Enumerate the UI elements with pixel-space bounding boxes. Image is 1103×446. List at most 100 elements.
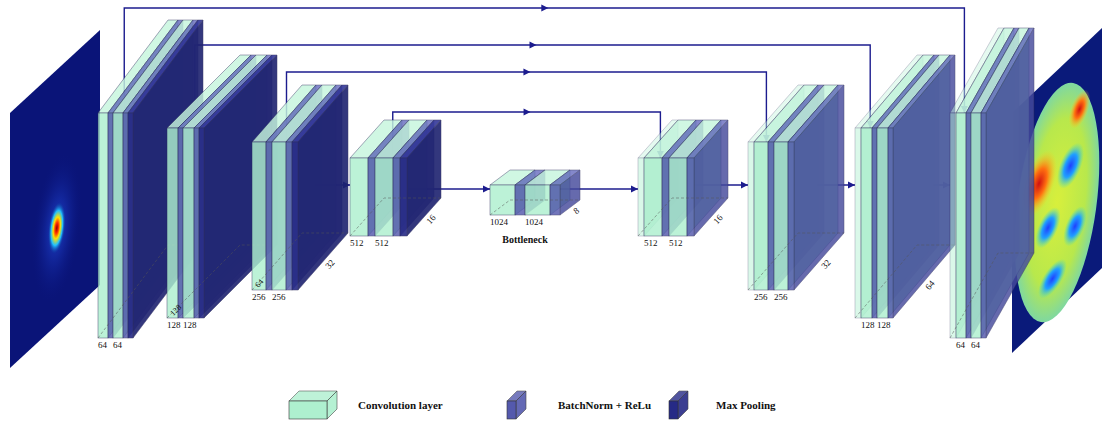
- output-blob: [1035, 199, 1060, 256]
- dimension-label: 64: [98, 341, 107, 350]
- hidden-edge: [748, 233, 844, 290]
- slab-front: [292, 142, 298, 290]
- network-block: 6464: [950, 113, 986, 338]
- hidden-edge: [638, 198, 728, 236]
- slab-front: [669, 158, 687, 236]
- arrowhead: [523, 69, 530, 76]
- dimension-label: 32: [820, 259, 833, 272]
- slab-front: [123, 113, 128, 338]
- dimension-label: 512: [669, 239, 683, 248]
- batchnorm-slab: [981, 28, 1034, 338]
- cube-front: [289, 401, 327, 419]
- slab-front: [194, 128, 199, 318]
- slab-front: [368, 158, 375, 236]
- hidden-edge: [252, 233, 348, 290]
- slab-front: [199, 128, 204, 318]
- block-title: Bottleneck: [502, 235, 548, 245]
- arrowhead: [541, 5, 548, 12]
- slab-front: [981, 113, 986, 338]
- dimension-label: 1024: [525, 218, 543, 227]
- legend-label: Convolution layer: [358, 400, 443, 411]
- dimension-label: 16: [712, 213, 725, 226]
- legend-swatch: [668, 390, 688, 420]
- batchnorm-slab: [888, 55, 955, 318]
- network-block: 12812864: [855, 128, 893, 318]
- slab-front: [888, 128, 893, 318]
- slab-front: [108, 113, 113, 338]
- legend-cube: [506, 390, 527, 420]
- legend-cube: [288, 390, 338, 420]
- output-blob: [1057, 134, 1084, 198]
- slab-front: [971, 113, 981, 338]
- slab-front: [375, 158, 393, 236]
- slab-front: [272, 142, 286, 290]
- dimension-label: 128: [183, 321, 197, 330]
- block-drawing: [950, 28, 1036, 340]
- arrowhead: [631, 186, 638, 193]
- dimension-label: 128: [877, 321, 891, 330]
- output-blob: [1063, 198, 1086, 254]
- input-halo: [32, 133, 82, 322]
- slab-front: [966, 113, 971, 338]
- network-block: 51251216: [638, 158, 694, 236]
- cube-front: [669, 401, 678, 419]
- dimension-label: 64: [971, 341, 980, 350]
- slab-front: [855, 128, 861, 318]
- dimension-label: 64: [113, 341, 122, 350]
- slab-front: [183, 128, 194, 318]
- slab-front: [638, 158, 644, 236]
- dimension-label: 32: [324, 259, 337, 272]
- slab-front: [178, 128, 183, 318]
- block-drawing: [490, 170, 582, 217]
- pooling-slab: [400, 120, 441, 236]
- dimension-label: 64: [956, 341, 965, 350]
- arrowhead: [524, 109, 531, 116]
- legend-swatch: [506, 390, 526, 420]
- slab-front: [748, 142, 754, 290]
- slab-front: [861, 128, 872, 318]
- hidden-edge: [950, 253, 1034, 338]
- slab-side: [204, 55, 277, 318]
- hidden-edge: [855, 245, 955, 318]
- dimension-label: 256: [774, 293, 788, 302]
- batchnorm-slab: [788, 85, 844, 290]
- slab-front: [768, 142, 774, 290]
- cube-side: [516, 391, 526, 419]
- input-image: [10, 30, 100, 368]
- legend-label: BatchNorm + ReLu: [558, 400, 651, 411]
- network-block: 128128128: [167, 128, 204, 318]
- slab-front: [956, 113, 966, 338]
- legend-cube: [668, 390, 689, 420]
- slab-side: [407, 120, 441, 236]
- arrowhead: [529, 42, 536, 49]
- slab-front: [252, 142, 266, 290]
- network-block: 102410248Bottleneck: [490, 185, 560, 215]
- slab-front: [286, 142, 292, 290]
- slab-front: [687, 158, 694, 236]
- slab-side: [694, 120, 728, 236]
- network-block: 6425625632: [252, 142, 298, 290]
- slab-front: [788, 142, 794, 290]
- dimension-label: 256: [754, 293, 768, 302]
- dimension-label: 512: [350, 239, 364, 248]
- dimension-label: 8: [572, 207, 581, 217]
- dimension-label: 64: [924, 279, 937, 292]
- slab-front: [872, 128, 877, 318]
- dimension-label: 16: [425, 213, 438, 226]
- dimension-label: 512: [375, 239, 389, 248]
- dimension-label: 512: [644, 239, 658, 248]
- dimension-label: 256: [272, 293, 286, 302]
- arrowhead: [741, 182, 748, 189]
- dimension-label: 256: [252, 293, 266, 302]
- block-drawing: [252, 85, 350, 292]
- cube-side: [678, 391, 688, 419]
- block-drawing: [748, 85, 846, 292]
- network-block: 6464: [98, 113, 133, 338]
- slab-front: [662, 158, 669, 236]
- input-ground: [10, 30, 100, 368]
- dimension-label: 1024: [490, 218, 508, 227]
- output-blob: [1038, 251, 1067, 307]
- slab-front: [266, 142, 272, 290]
- arrowhead: [483, 186, 490, 193]
- slab-front: [167, 128, 178, 318]
